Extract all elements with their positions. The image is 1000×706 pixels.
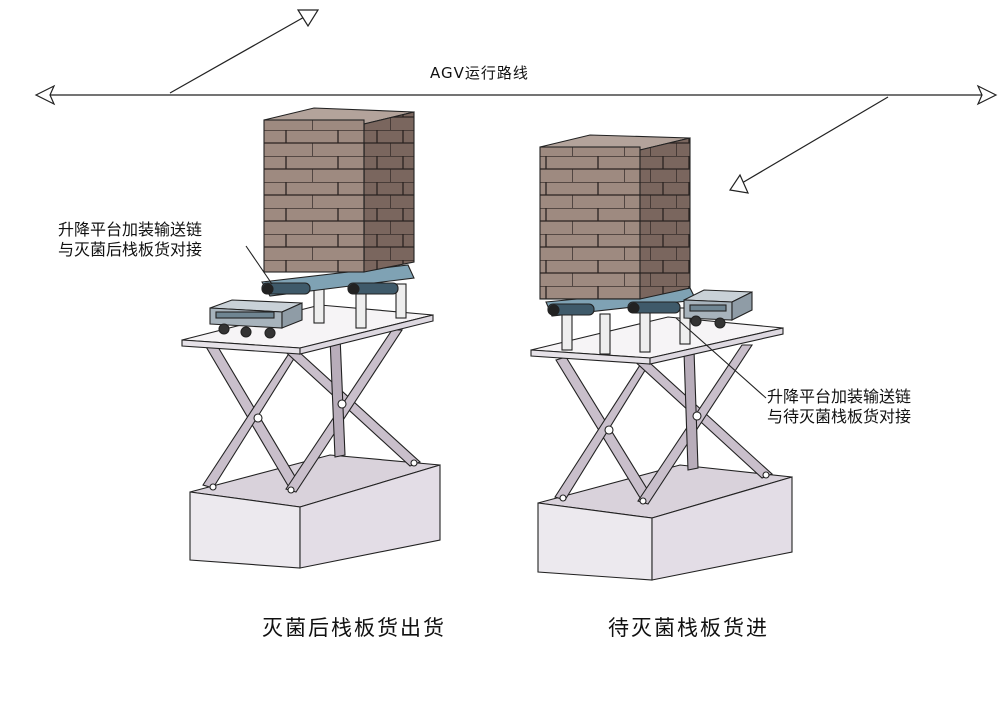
left-platform-side [299,314,434,355]
right-base-side [651,476,793,581]
right-cargo-side [639,137,691,300]
right-agv-vehicle [683,289,753,329]
right-scissor-lift [554,344,774,505]
left-annotation: 升降平台加装输送链 与灭菌后栈板货对接 [58,220,202,260]
right-annotation-line2: 与待灭菌栈板货对接 [767,407,912,426]
agv-route [34,9,998,194]
route-branch-lower [741,96,889,184]
left-station [181,107,441,569]
route-label: AGV运行路线 [430,64,529,82]
route-arrow-upper-icon [296,9,320,28]
route-arrow-left-icon [34,84,56,106]
left-scissor-lift [202,329,422,494]
left-agv-vehicle [209,299,303,339]
right-platform-side [649,327,784,365]
right-station [530,134,793,581]
route-arrow-right-icon [976,84,998,106]
left-annotation-leader [245,245,273,285]
left-cargo-pallet [263,107,415,273]
right-annotation: 升降平台加装输送链 与待灭菌栈板货对接 [767,387,911,427]
left-annotation-line2: 与灭菌后栈板货对接 [58,240,203,259]
left-annotation-line1: 升降平台加装输送链 [58,220,203,239]
route-branch-upper [169,15,307,94]
left-cargo-front [263,119,365,273]
right-annotation-leader [675,317,767,399]
left-cargo-side [363,111,415,273]
left-station-caption: 灭菌后栈板货出货 [262,616,446,640]
left-base-side [299,464,441,569]
right-cargo-pallet [539,134,691,300]
left-conveyor-chain [261,264,415,297]
right-annotation-line1: 升降平台加装输送链 [767,387,912,406]
right-cargo-front [539,146,641,300]
right-station-caption: 待灭菌栈板货进 [608,616,769,640]
route-arrow-lower-icon [728,173,750,194]
